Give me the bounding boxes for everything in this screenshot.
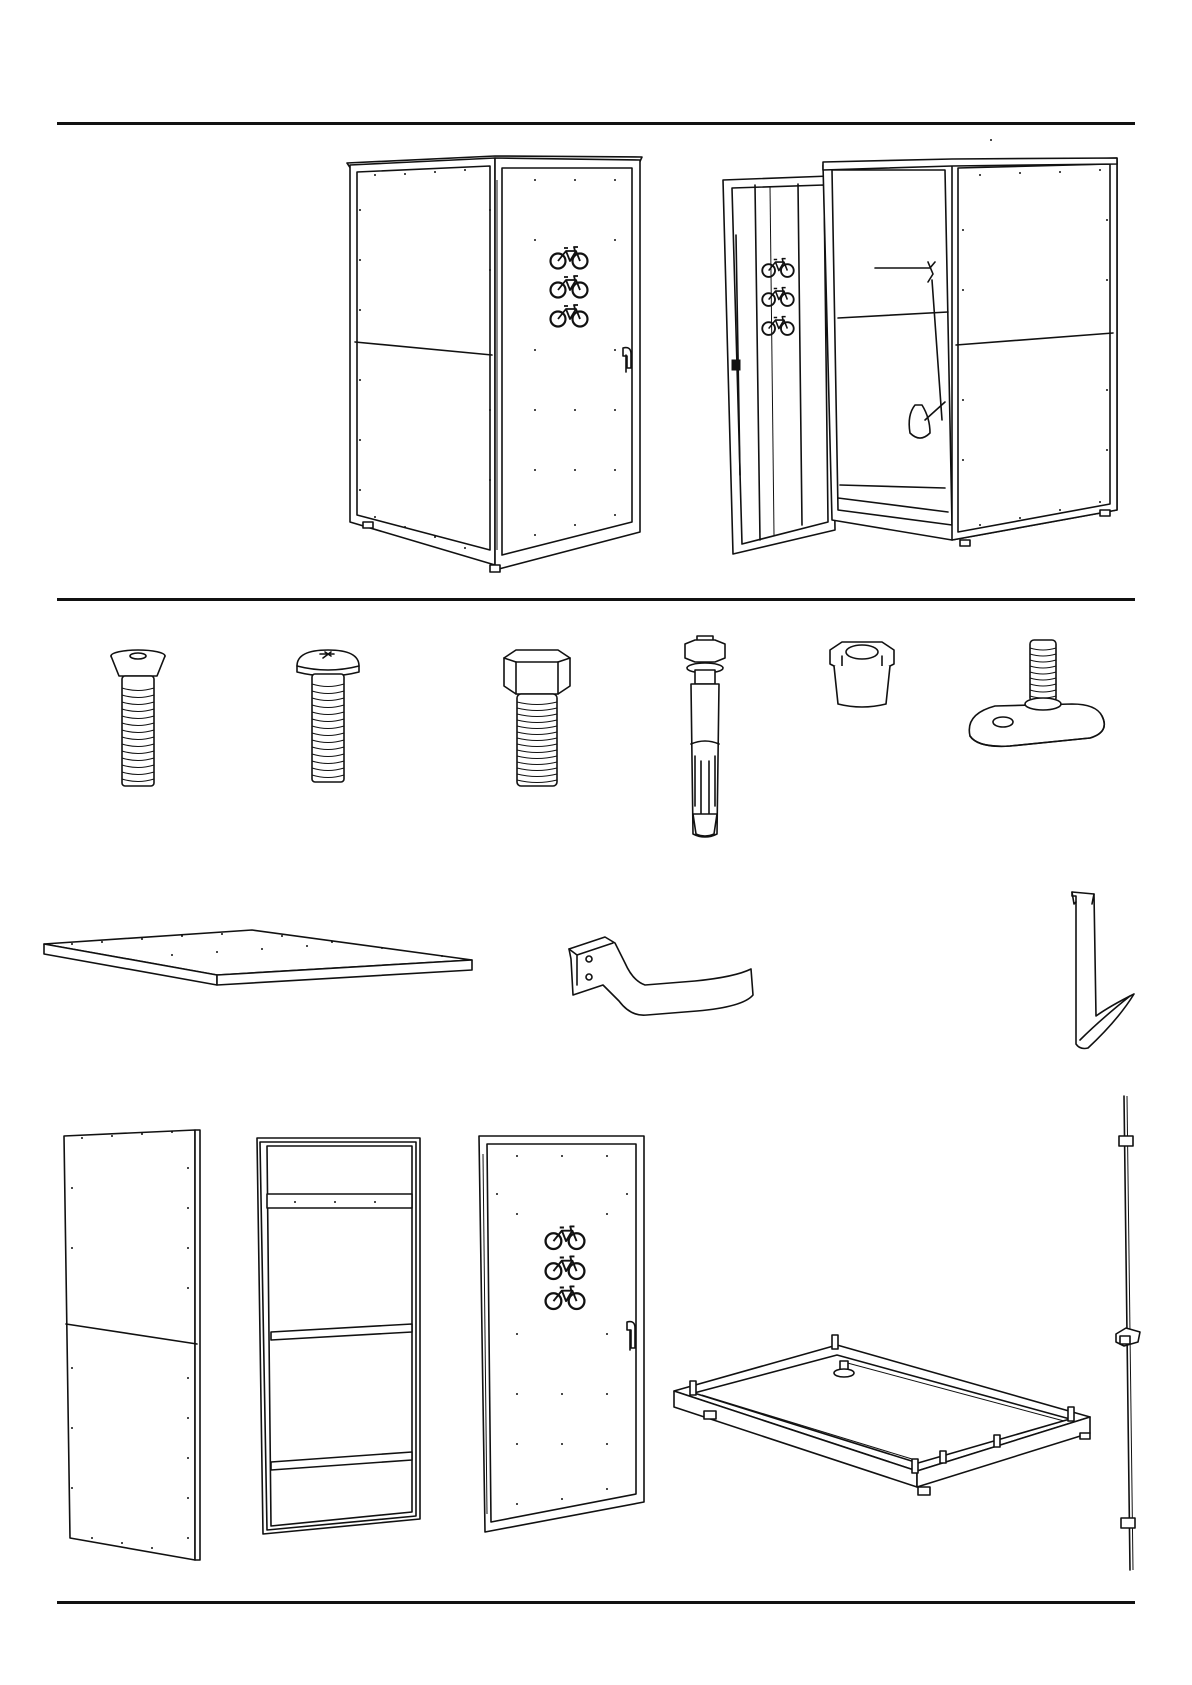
saddle-hook: [1070, 890, 1150, 1055]
locking-rod: [1108, 1094, 1148, 1572]
base-frame: [672, 1335, 1092, 1501]
hex-bolt: [500, 648, 575, 790]
pan-head-screw: [295, 648, 365, 786]
countersunk-screw: [105, 648, 175, 790]
locker-open: [720, 140, 1120, 565]
rear-frame: [255, 1136, 425, 1536]
separator-rule-bottom: [57, 1601, 1135, 1604]
door-panel: [477, 1134, 647, 1534]
separator-rule-top: [57, 122, 1135, 125]
handlebar-bracket: [565, 935, 760, 1025]
locker-closed: [345, 150, 645, 575]
separator-rule-middle: [57, 598, 1135, 601]
leveling-foot: [965, 638, 1113, 748]
expansion-anchor: [675, 636, 735, 836]
hex-nut: [828, 640, 898, 708]
roof-panel: [42, 928, 474, 990]
side-panel: [62, 1128, 202, 1562]
